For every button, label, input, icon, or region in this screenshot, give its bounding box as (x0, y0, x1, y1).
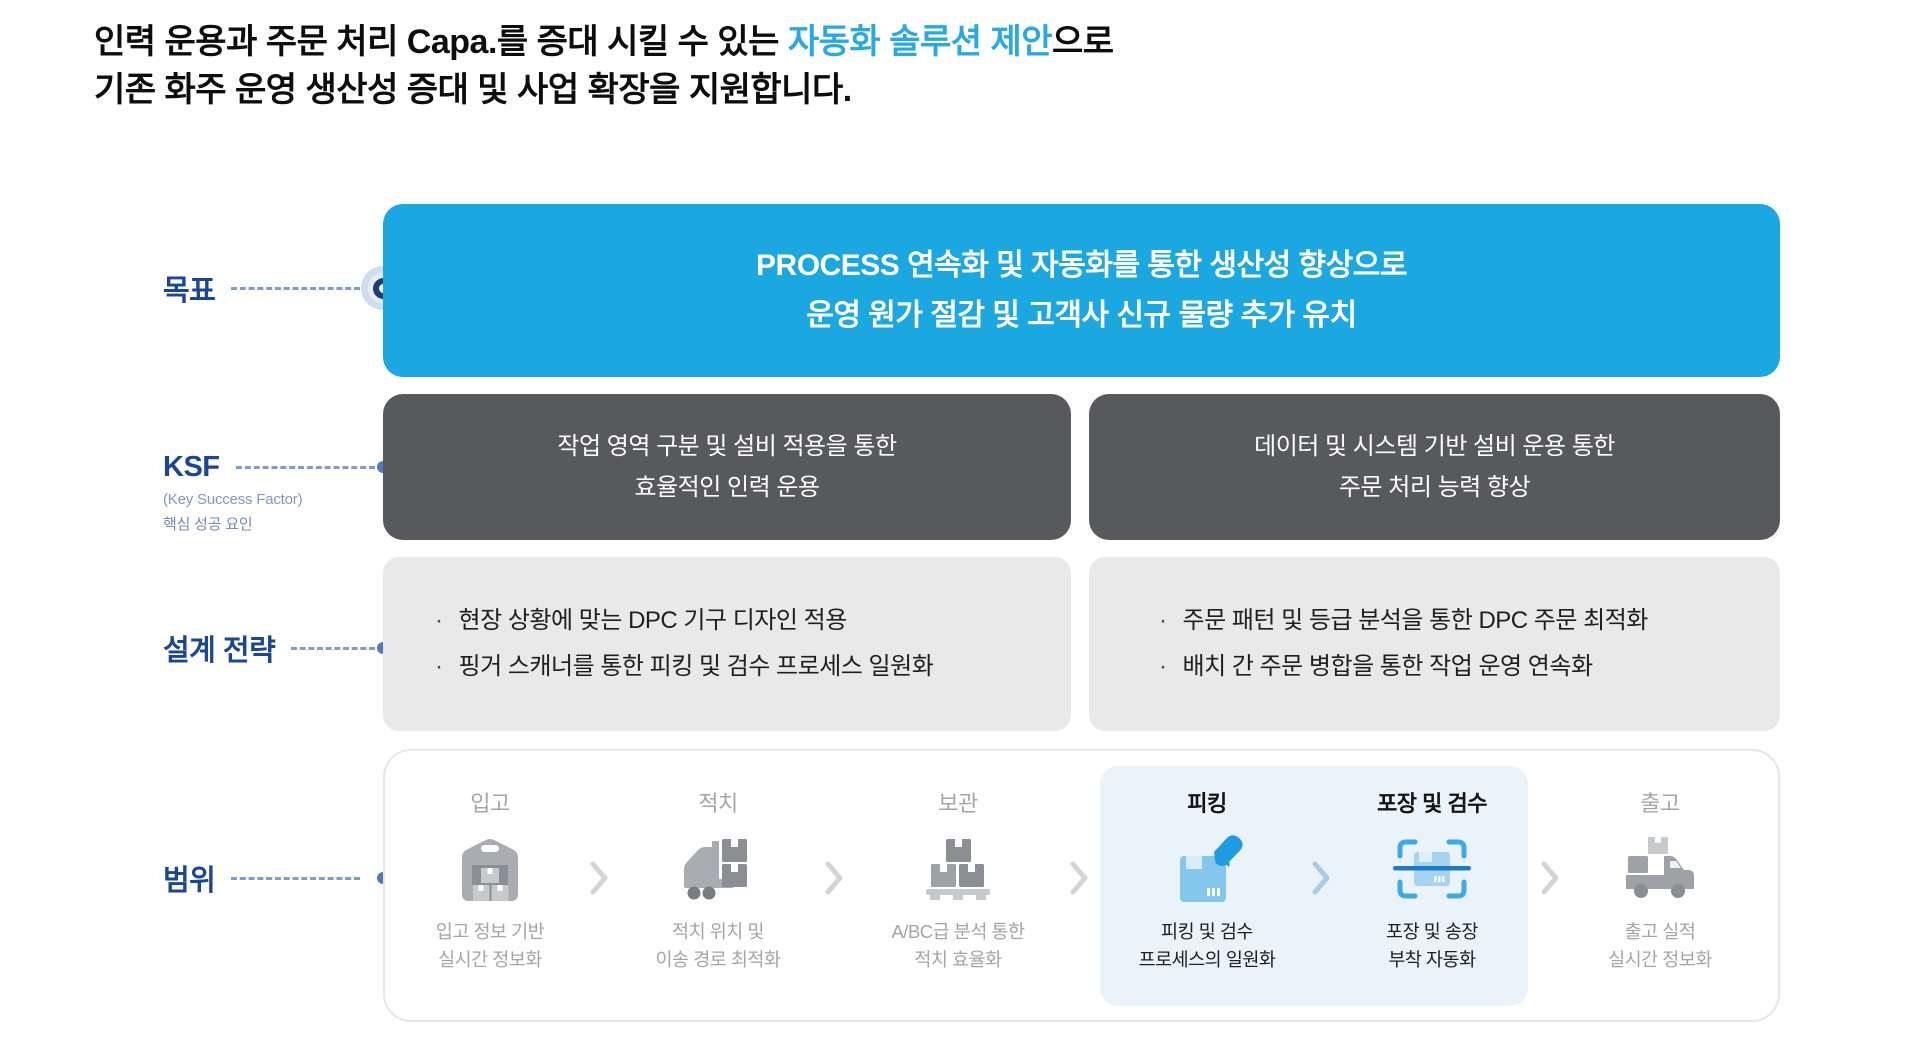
strategy-box-left: ·현장 상황에 맞는 DPC 기구 디자인 적용 ·핑거 스캐너를 통한 피킹 … (383, 557, 1071, 731)
strategy-dashed-connector (291, 646, 375, 650)
title-line-1: 인력 운용과 주문 처리 Capa.를 증대 시킬 수 있는 자동화 솔루션 제… (94, 23, 1114, 61)
bullet-icon: · (435, 653, 443, 680)
picking-icon (1167, 830, 1247, 908)
strategy-label: 설계 전략 (163, 635, 276, 667)
ksf-label: KSF (163, 450, 220, 483)
goal-statement-line-2: 운영 원가 절감 및 고객사 신규 물량 추가 유치 (806, 298, 1357, 332)
ksf-right-line-1: 데이터 및 시스템 기반 설비 운용 통한 (1254, 433, 1615, 460)
scope-dashed-connector (231, 876, 360, 880)
truck-icon (1618, 830, 1702, 908)
step-title: 보관 (938, 791, 978, 816)
pallet-icon (918, 830, 998, 908)
step-title: 포장 및 검수 (1377, 791, 1487, 816)
goal-dashed-connector (231, 286, 360, 290)
barcode-scan-icon (1390, 830, 1474, 908)
process-step-outbound: 출고 출고 실적 실시간 정보화 (1555, 786, 1765, 974)
strategy-box-right: ·주문 패턴 및 등급 분석을 통한 DPC 주문 최적화 ·배치 간 주문 병… (1089, 557, 1780, 731)
step-description: 적치 위치 및 이송 경로 최적화 (655, 921, 781, 970)
chevron-right-icon (1541, 861, 1559, 895)
ksf-sublabel-en: (Key Success Factor) (163, 491, 303, 508)
step-title: 입고 (470, 791, 510, 816)
process-step-putaway: 적치 적치 위치 및 이송 경로 최적화 (613, 786, 823, 974)
chevron-right-icon (1070, 861, 1088, 895)
strategy-bullet: ·현장 상황에 맞는 DPC 기구 디자인 적용 (435, 598, 1071, 644)
chevron-right-icon (590, 861, 608, 895)
chevron-right-icon (825, 861, 843, 895)
ksf-right-line-2: 주문 처리 능력 향상 (1338, 474, 1531, 501)
scope-label: 범위 (163, 865, 216, 897)
ksf-dashed-connector (235, 465, 375, 469)
forklift-icon (676, 830, 760, 908)
process-step-inbound: 입고 입고 정보 기반 실시간 정보화 (385, 786, 595, 974)
goal-statement-line-1: PROCESS 연속화 및 자동화를 통한 생산성 향상으로 (756, 248, 1407, 282)
step-description: 입고 정보 기반 실시간 정보화 (435, 921, 545, 970)
ksf-box-right: 데이터 및 시스템 기반 설비 운용 통한 주문 처리 능력 향상 (1089, 394, 1780, 540)
process-step-packing-inspection: 포장 및 검수 포장 및 송장 부착 (1327, 786, 1537, 974)
title-line-2: 기존 화주 운영 생산성 증대 및 사업 확장을 지원합니다. (94, 71, 852, 109)
title-accent: 자동화 솔루션 제안 (787, 23, 1053, 61)
ksf-left-line-2: 효율적인 인력 운용 (634, 474, 820, 501)
bullet-icon: · (1159, 653, 1167, 680)
strategy-label-row: 설계 전략 (163, 626, 375, 670)
bullet-icon: · (435, 607, 443, 634)
page-title: 인력 운용과 주문 처리 Capa.를 증대 시킬 수 있는 자동화 솔루션 제… (94, 18, 1114, 114)
goal-label: 목표 (163, 275, 216, 307)
step-description: 피킹 및 검수 프로세스의 일원화 (1138, 921, 1276, 970)
step-title: 피킹 (1187, 791, 1227, 816)
ksf-sublabel-ko: 핵심 성공 요인 (163, 516, 253, 533)
step-description: 출고 실적 실시간 정보화 (1608, 921, 1712, 970)
strategy-bullet: ·핑거 스캐너를 통한 피킹 및 검수 프로세스 일원화 (435, 644, 1071, 690)
ksf-label-row: KSF (163, 450, 375, 484)
step-title: 적치 (698, 791, 738, 816)
strategy-bullet: ·주문 패턴 및 등급 분석을 통한 DPC 주문 최적화 (1159, 598, 1780, 644)
warehouse-icon (452, 830, 528, 908)
process-step-storage: 보관 A/BC급 분석 통한 적치 효율화 (853, 786, 1063, 974)
strategy-bullet: ·배치 간 주문 병합을 통한 작업 운영 연속화 (1159, 644, 1780, 690)
bullet-icon: · (1159, 607, 1167, 634)
process-step-picking: 피킹 피킹 및 검수 프로세스의 일원화 (1102, 786, 1312, 974)
ksf-left-line-1: 작업 영역 구분 및 설비 적용을 통한 (557, 433, 897, 460)
step-title: 출고 (1640, 791, 1680, 816)
step-description: 포장 및 송장 부착 자동화 (1386, 921, 1478, 970)
goal-statement-box: PROCESS 연속화 및 자동화를 통한 생산성 향상으로 운영 원가 절감 … (383, 204, 1780, 377)
process-highlight-panel (1100, 766, 1528, 1006)
goal-label-row: 목표 (163, 266, 360, 310)
step-description: A/BC급 분석 통한 적치 효율화 (891, 921, 1025, 970)
chevron-right-icon (1312, 861, 1330, 895)
scope-label-row: 범위 (163, 856, 360, 900)
ksf-box-left: 작업 영역 구분 및 설비 적용을 통한 효율적인 인력 운용 (383, 394, 1071, 540)
